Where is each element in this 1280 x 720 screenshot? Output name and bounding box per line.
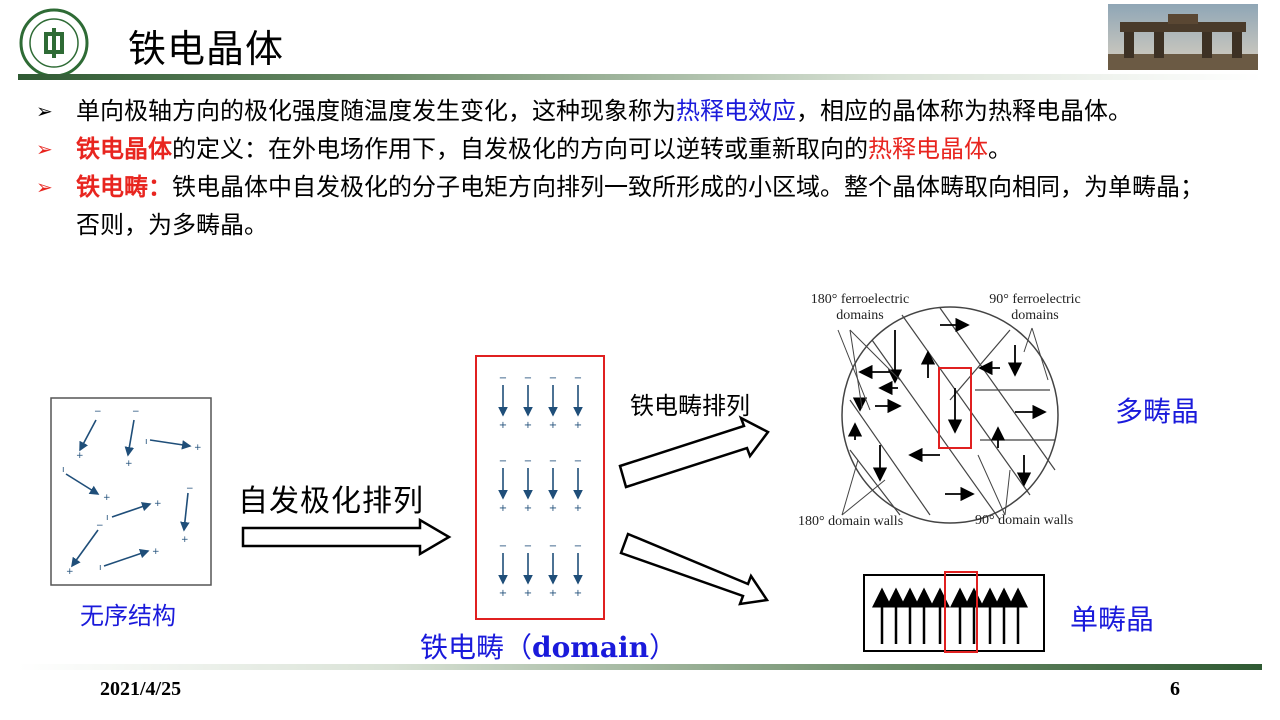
self-polarization-arrow: [241, 517, 452, 557]
term-pyroelectric-effect: 热释电效应: [676, 97, 796, 125]
svg-text:−: −: [132, 407, 140, 417]
header-divider: [18, 74, 1262, 80]
term-pyroelectric-crystal: 热释电晶体: [868, 135, 988, 163]
svg-text:−: −: [186, 484, 194, 494]
bullet-arrow-icon: ➢: [36, 99, 53, 123]
svg-text:ı: ı: [106, 513, 109, 523]
single-domain-crystal: [863, 571, 1045, 653]
svg-text:−: −: [499, 541, 507, 552]
bullet-arrow-icon: ➢: [36, 175, 53, 199]
label-disordered-structure: 无序结构: [80, 602, 176, 630]
bullet-text: 的定义：在外电场作用下，自发极化的方向可以逆转或重新取向的: [172, 135, 868, 163]
disordered-structure: − + − + ı + ı + ı + − + − + ı +: [50, 397, 212, 586]
multi-domain-crystal: [837, 306, 1059, 524]
svg-text:+: +: [103, 493, 111, 503]
svg-text:−: −: [574, 456, 582, 467]
svg-text:ı: ı: [62, 465, 65, 475]
svg-text:+: +: [524, 503, 532, 514]
svg-text:−: −: [499, 373, 507, 384]
svg-text:+: +: [499, 588, 507, 599]
svg-text:+: +: [125, 459, 133, 469]
svg-text:−: −: [524, 456, 532, 467]
svg-text:+: +: [549, 503, 557, 514]
svg-text:+: +: [524, 420, 532, 431]
svg-text:ı: ı: [99, 563, 102, 573]
svg-text:−: −: [499, 456, 507, 467]
bullet-ferroelectric-domain: ➢ 铁电畴：铁电晶体中自发极化的分子电矩方向排列一致所形成的小区域。整个晶体畴取向…: [36, 168, 1226, 244]
term-ferroelectric-domain: 铁电畴：: [76, 172, 172, 201]
label-180-domain-walls: 180° domain walls: [798, 514, 904, 529]
page-number: 6: [1170, 678, 1180, 700]
svg-text:+: +: [499, 503, 507, 514]
ferroelectric-domain-block: − − − − + + + + − − − − + + + + − − − − + + + +: [475, 355, 605, 620]
svg-text:+: +: [574, 503, 582, 514]
svg-text:+: +: [499, 420, 507, 431]
svg-text:+: +: [549, 420, 557, 431]
label-single-domain: 单畴晶: [1070, 603, 1155, 636]
bullet-text: 铁电晶体中自发极化的分子电矩方向排列一致所形成的小区域。整个晶体畴取向相同，为单…: [76, 173, 1204, 239]
svg-text:+: +: [194, 443, 202, 453]
svg-text:−: −: [94, 407, 102, 417]
label-domain-arrangement: 铁电畴排列: [630, 392, 750, 420]
campus-gate-photo: [1108, 4, 1258, 70]
label-domain-close: ）: [649, 631, 678, 664]
svg-text:+: +: [524, 588, 532, 599]
svg-text:+: +: [574, 420, 582, 431]
footer-divider: [18, 664, 1262, 670]
bullet-pyroelectric: ➢ 单向极轴方向的极化强度随温度发生变化，这种现象称为热释电效应，相应的晶体称为热…: [36, 92, 1226, 130]
label-ferroelectric-domain: 铁电畴（domain）: [420, 626, 677, 666]
svg-text:+: +: [574, 588, 582, 599]
svg-text:−: −: [524, 373, 532, 384]
bullet-text: 。: [988, 135, 1012, 163]
svg-text:ı: ı: [145, 437, 148, 447]
svg-text:+: +: [154, 499, 162, 509]
university-logo: [19, 8, 89, 78]
bullet-text: ，相应的晶体称为热释电晶体。: [796, 97, 1132, 125]
label-90-ferroelectric-domains: 90° ferroelectric domains: [989, 292, 1081, 323]
bullet-ferroelectric-definition: ➢ 铁电晶体的定义：在外电场作用下，自发极化的方向可以逆转或重新取向的热释电晶体。: [36, 130, 1226, 168]
svg-text:−: −: [524, 541, 532, 552]
svg-text:+: +: [66, 567, 74, 577]
label-self-polarization: 自发极化排列: [238, 484, 424, 519]
to-single-domain-arrow: [619, 532, 770, 606]
svg-text:+: +: [549, 588, 557, 599]
svg-text:−: −: [549, 541, 557, 552]
bullet-arrow-icon: ➢: [36, 137, 53, 161]
svg-text:−: −: [549, 373, 557, 384]
svg-text:+: +: [152, 547, 160, 557]
term-ferroelectric-crystal: 铁电晶体: [76, 134, 172, 163]
label-180-ferroelectric-domains: 180° ferroelectric domains: [810, 292, 910, 323]
footer-date: 2021/4/25: [100, 678, 182, 700]
slide-title: 铁电晶体: [128, 27, 285, 71]
bullet-text: 单向极轴方向的极化强度随温度发生变化，这种现象称为: [76, 97, 676, 125]
svg-text:−: −: [96, 521, 104, 531]
label-multi-domain: 多畴晶: [1115, 395, 1200, 428]
to-multi-domain-arrow: [618, 415, 770, 489]
label-90-domain-walls: 90° domain walls: [975, 513, 1074, 528]
label-domain-cn: 铁电畴（: [420, 631, 533, 664]
svg-text:−: −: [574, 373, 582, 384]
bullet-list: ➢ 单向极轴方向的极化强度随温度发生变化，这种现象称为热释电效应，相应的晶体称为热…: [36, 92, 1226, 244]
svg-text:−: −: [549, 456, 557, 467]
svg-text:+: +: [181, 535, 189, 545]
svg-text:+: +: [76, 451, 84, 461]
svg-text:−: −: [574, 541, 582, 552]
label-domain-en: domain: [532, 631, 650, 664]
